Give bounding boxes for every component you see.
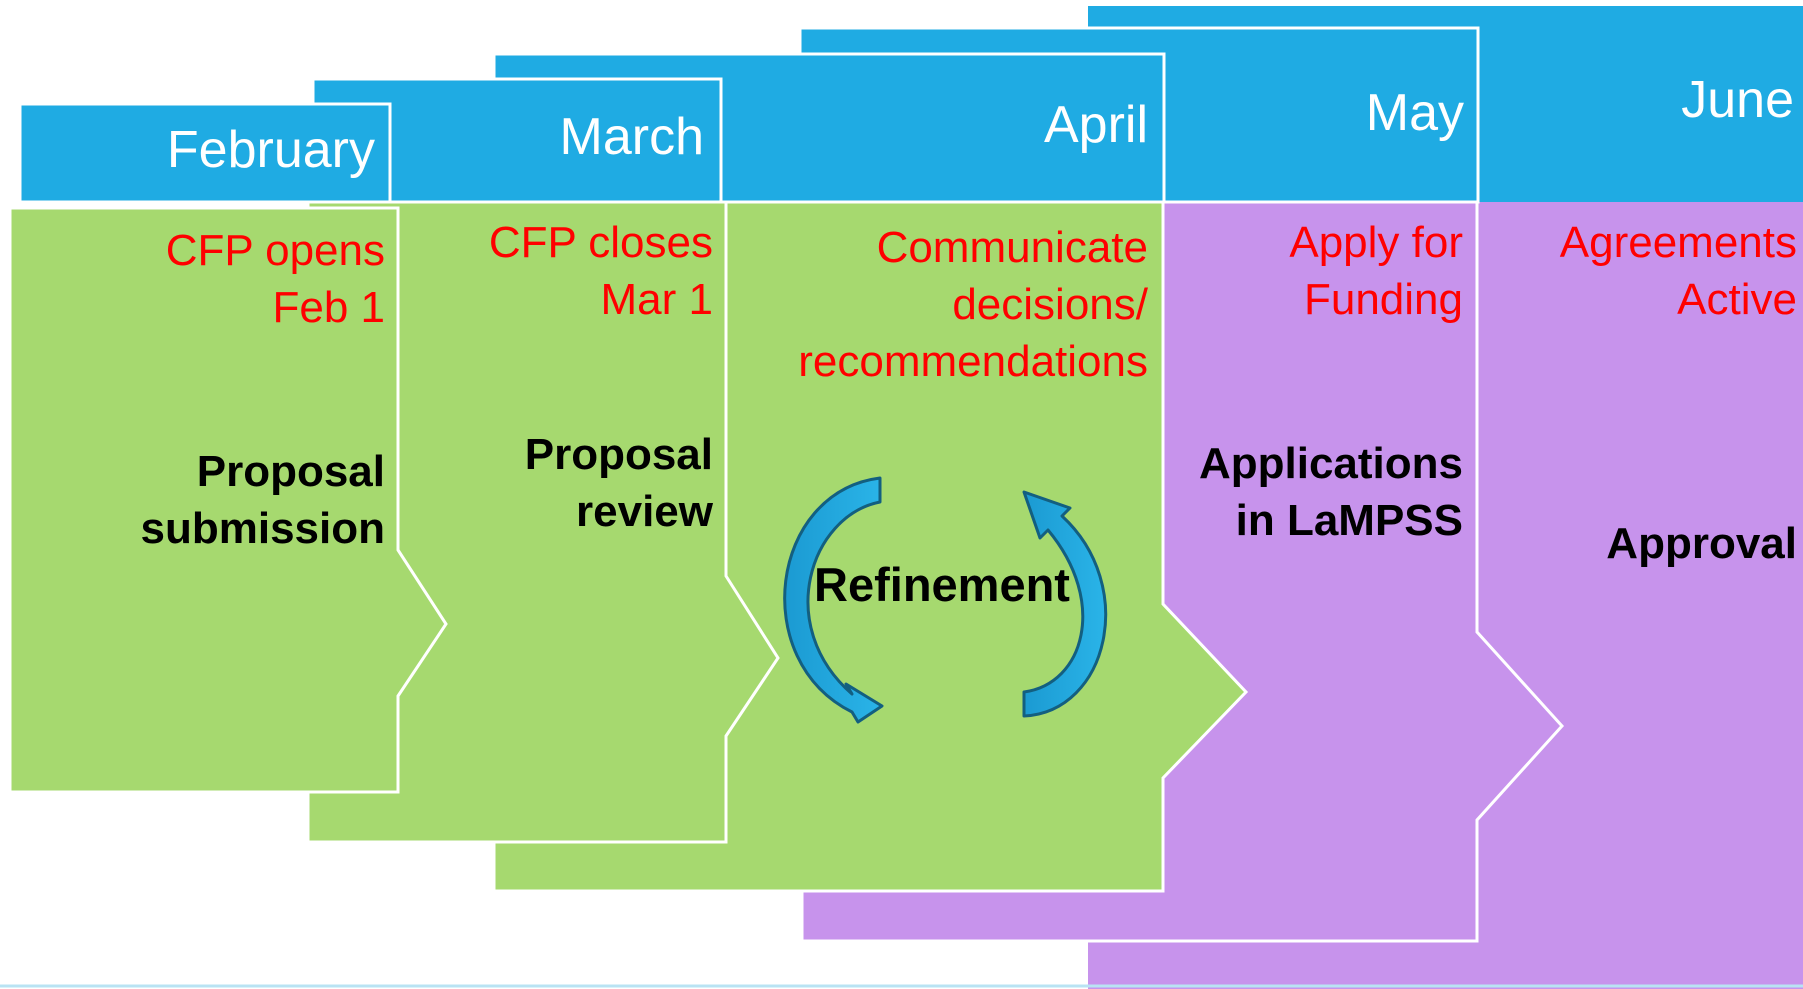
february-event: CFP opens Feb 1 — [165, 226, 385, 333]
april-label: April — [1043, 96, 1148, 154]
march-event: CFP closes Mar 1 — [488, 218, 713, 325]
may-phase: Applications in LaMPSS — [1198, 439, 1463, 546]
cycle-arrows-icon — [783, 476, 1108, 724]
february-header — [18, 102, 392, 204]
may-event: Apply for Funding — [1289, 218, 1463, 325]
february-body — [8, 206, 448, 794]
may-label: May — [1365, 84, 1464, 142]
february-label: February — [166, 121, 375, 179]
march-body — [306, 200, 780, 844]
column-march — [306, 77, 780, 844]
april-event: Communicate decisions/ recommendations — [798, 223, 1148, 387]
june-event: Agreements Active — [1559, 218, 1797, 325]
june-phase: Approval — [1606, 519, 1797, 568]
june-label: June — [1681, 71, 1794, 129]
march-phase: Proposal review — [524, 430, 713, 537]
refinement-label: Refinement — [814, 558, 1070, 611]
cycle-arrow-right-icon — [1022, 490, 1108, 718]
february-phase: Proposal submission — [140, 447, 386, 554]
column-february — [8, 102, 448, 794]
march-label: March — [559, 108, 704, 166]
cycle-arrow-left-icon — [783, 476, 884, 724]
